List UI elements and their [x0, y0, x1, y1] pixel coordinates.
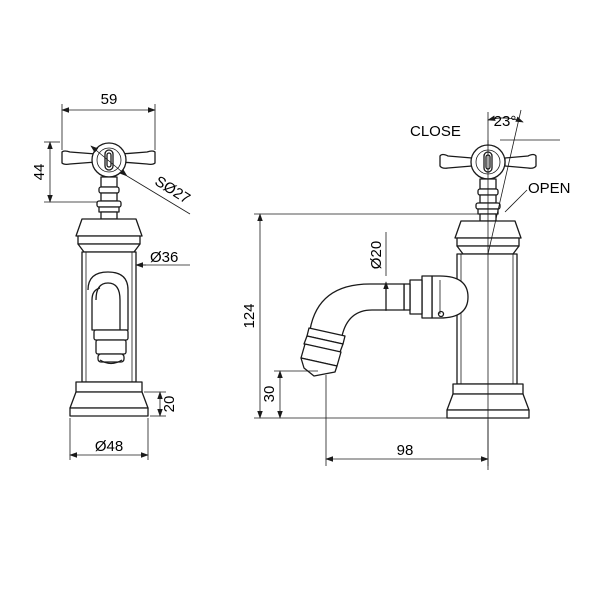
rotation-angle-label: 23°: [494, 113, 517, 130]
front-handle-height-label: 44: [31, 164, 48, 181]
front-base: [69, 381, 149, 417]
dim-front-base-diameter: Ø48: [69, 418, 149, 460]
spout-reach-label: 98: [397, 442, 414, 459]
front-body: [81, 251, 137, 383]
side-spout: [300, 275, 469, 377]
side-view: CLOSE 23° OPEN Ø20 124 30: [241, 109, 571, 470]
front-base-diameter-label: Ø48: [95, 438, 123, 455]
front-view: 59 44 SØ27 Ø36 20: [31, 91, 193, 460]
close-label: CLOSE: [410, 123, 461, 140]
front-width-label: 59: [101, 91, 118, 108]
open-label: OPEN: [528, 180, 571, 197]
handle-rotation-callout: CLOSE 23° OPEN: [410, 109, 571, 255]
dim-front-width: 59: [61, 91, 156, 150]
outlet-height-label: 30: [261, 386, 278, 403]
dim-total-height: 124: [241, 213, 478, 419]
dim-spout-reach: 98: [325, 375, 489, 466]
dim-front-handle-height: 44: [31, 141, 98, 203]
dim-spout-diameter: Ø20: [368, 232, 389, 311]
front-body-diameter-label: Ø36: [150, 249, 178, 266]
front-stem: [75, 176, 143, 253]
spout-diameter-label: Ø20: [368, 241, 385, 269]
front-base-height-label: 20: [161, 396, 178, 413]
dim-front-body-diameter: Ø36: [135, 249, 190, 268]
front-handle-hub-label: SØ27: [152, 173, 194, 208]
total-height-label: 124: [241, 303, 258, 328]
side-body: [456, 253, 518, 385]
dim-outlet-height: 30: [261, 370, 318, 419]
dim-front-base-height: 20: [144, 391, 178, 417]
front-handle: [61, 142, 156, 178]
